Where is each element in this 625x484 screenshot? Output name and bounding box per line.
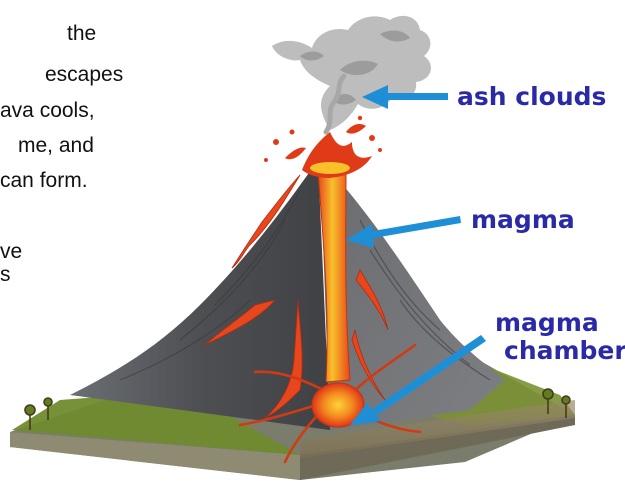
label-magma-chamber-line1: magma [495,310,599,336]
crater-glow [310,162,350,174]
label-ash-clouds: ash clouds [457,84,606,110]
label-magma-chamber-line2: chamber [504,338,625,364]
label-magma: magma [471,207,575,233]
